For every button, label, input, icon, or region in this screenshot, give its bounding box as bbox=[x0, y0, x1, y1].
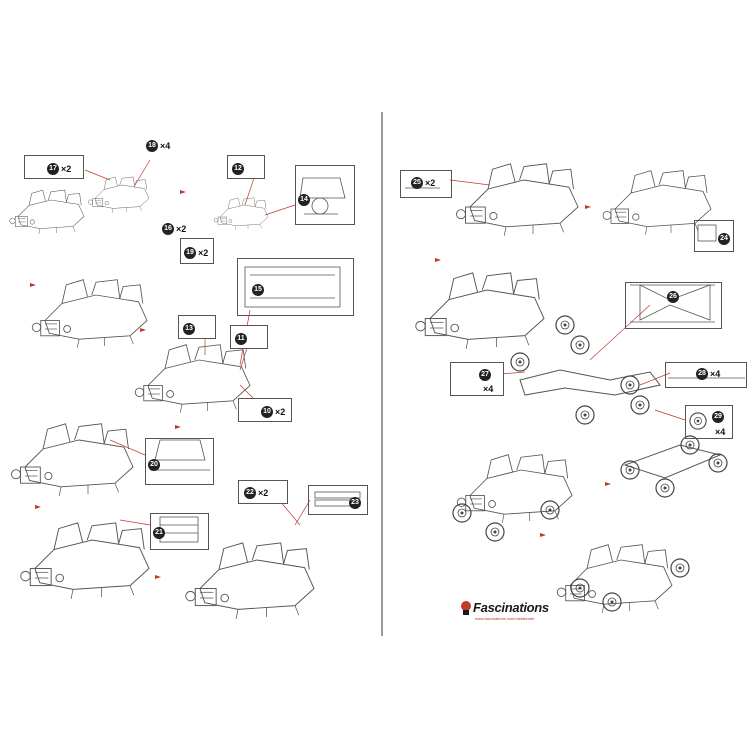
step-qty: ×4 bbox=[710, 368, 721, 379]
callout-step-14: 14 bbox=[295, 165, 355, 225]
step-qty: ×4 bbox=[483, 383, 494, 394]
car-drawing-6 bbox=[11, 423, 134, 497]
instruction-sheet bbox=[0, 95, 750, 650]
car-drawing-3 bbox=[213, 197, 269, 231]
step-qty: ×2 bbox=[198, 247, 209, 258]
brand-url: www.fascinations.com/metalearth bbox=[475, 616, 535, 621]
callout-step-26: 26 bbox=[625, 282, 722, 329]
callout-step-25: 25×2 bbox=[400, 170, 452, 198]
step-qty: ×2 bbox=[425, 177, 436, 188]
callout-step-13: 13 bbox=[178, 315, 216, 339]
step-badge: 15 bbox=[252, 283, 264, 296]
step-badge: 13 bbox=[183, 322, 195, 335]
callout-step-15: 15 bbox=[237, 258, 354, 316]
car-drawing-11 bbox=[415, 272, 545, 350]
step-qty: ×2 bbox=[258, 487, 269, 498]
step-badge: 25 bbox=[411, 176, 423, 189]
callout-step-22: 22×2 bbox=[238, 480, 288, 504]
callout-step-19: 19×2 bbox=[180, 238, 214, 264]
chassis-exploded bbox=[510, 315, 661, 425]
callout-step-18: 18×4 bbox=[146, 137, 170, 155]
part-sketches bbox=[150, 177, 745, 543]
callout-step-10: 10×2 bbox=[238, 398, 292, 422]
callout-step-24: 24 bbox=[694, 220, 734, 252]
step-badge: 26 bbox=[667, 290, 679, 303]
callout-step-21: 21 bbox=[150, 513, 209, 550]
car-drawing-7 bbox=[20, 522, 150, 600]
step-qty: ×2 bbox=[176, 223, 187, 234]
step-badge: 29 bbox=[712, 410, 724, 423]
callout-step-11: 11 bbox=[230, 325, 268, 349]
step-badge: 18 bbox=[146, 139, 158, 152]
callout-step-12: 12 bbox=[227, 155, 265, 179]
step-badge: 17 bbox=[47, 162, 59, 175]
callout-step-23: 23 bbox=[308, 485, 368, 515]
step-qty: ×2 bbox=[275, 406, 286, 417]
brand-logo-icon bbox=[461, 601, 471, 615]
step-badge: 11 bbox=[235, 332, 247, 345]
step-badge: 14 bbox=[298, 193, 310, 206]
page-divider bbox=[381, 112, 383, 636]
step-badge: 10 bbox=[261, 405, 273, 418]
chassis-assembled bbox=[620, 435, 728, 498]
callout-step-17: 17×2 bbox=[24, 155, 84, 179]
step-badge: 19 bbox=[184, 246, 196, 259]
step-badge: 16 bbox=[162, 222, 174, 235]
step-badge: 21 bbox=[153, 526, 165, 539]
car-drawing-12 bbox=[456, 454, 573, 524]
car-drawing-1 bbox=[9, 189, 85, 235]
car-drawing-2 bbox=[88, 176, 150, 214]
callout-step-27: 27 ×4 bbox=[450, 362, 504, 396]
step-badge: 28 bbox=[696, 367, 708, 380]
step-badge: 24 bbox=[718, 232, 730, 245]
step-badge: 12 bbox=[232, 162, 244, 175]
callout-step-20: 20 bbox=[145, 438, 214, 485]
car-drawing-4 bbox=[31, 279, 148, 349]
car-drawing-9 bbox=[456, 163, 579, 237]
car-drawing-5 bbox=[134, 344, 251, 414]
step-badge: 27 bbox=[479, 368, 491, 381]
car-drawing-13 bbox=[556, 544, 673, 614]
step-arrows bbox=[30, 190, 611, 579]
step-badge: 22 bbox=[244, 486, 256, 499]
step-qty: ×2 bbox=[61, 163, 72, 174]
step-badge: 20 bbox=[148, 458, 160, 471]
callout-step-16: 16×2 bbox=[162, 220, 186, 238]
callout-step-29: 29 ×4 bbox=[685, 405, 733, 439]
step-badge: 23 bbox=[349, 496, 361, 509]
car-wheels-final bbox=[570, 558, 690, 612]
step-qty: ×4 bbox=[715, 426, 726, 437]
car-drawing-8 bbox=[185, 542, 315, 620]
callout-step-28: 28×4 bbox=[665, 362, 747, 388]
brand-name: Fascinations bbox=[473, 600, 549, 615]
step-qty: ×4 bbox=[160, 140, 171, 151]
